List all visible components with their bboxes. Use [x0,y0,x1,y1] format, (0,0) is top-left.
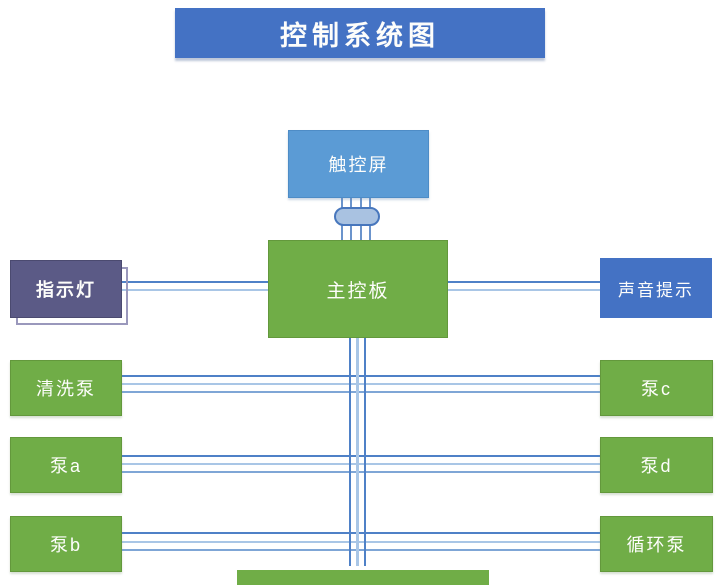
connector-line [122,463,600,465]
node-pump-b-label: 泵b [49,535,82,555]
connector-line [122,549,600,551]
connector-line [448,281,600,283]
connector-line [122,471,600,473]
node-wash-pump-label: 清洗泵 [36,379,96,399]
connector-line [122,375,600,377]
node-sound-alert-label: 声音提示 [618,280,694,300]
node-sound-alert: 声音提示 [600,258,712,318]
node-pump-d: 泵d [600,437,713,493]
node-circulation-pump-label: 循环泵 [626,535,687,555]
node-pump-c-label: 泵c [641,379,672,399]
node-circulation-pump: 循环泵 [600,516,713,572]
node-indicator-light-label: 指示灯 [36,280,96,300]
node-pump-a: 泵a [10,437,122,493]
node-pump-c: 泵c [600,360,713,416]
connector-line [356,338,359,566]
node-mainboard-label: 主控板 [326,280,390,302]
connector-line [122,541,600,543]
connector-line [122,455,600,457]
capsule-connector [334,207,380,226]
diagram-title: 控制系统图 [175,8,545,58]
node-mainboard: 主控板 [268,240,448,338]
connector-line [122,383,600,385]
connector-line [364,338,366,566]
connector-line [349,338,351,566]
connector-line [122,281,268,283]
node-touchscreen-label: 触控屏 [328,155,389,175]
node-pump-d-label: 泵d [640,456,673,476]
connector-line [122,289,268,291]
connector-line [448,289,600,291]
node-pump-a-label: 泵a [49,456,82,476]
clipped-bottom-box [237,570,489,585]
node-indicator-light: 指示灯 [10,260,122,318]
node-wash-pump: 清洗泵 [10,360,122,416]
node-pump-b: 泵b [10,516,122,572]
connector-line [122,532,600,534]
node-touchscreen: 触控屏 [288,130,429,198]
connector-line [122,391,600,393]
